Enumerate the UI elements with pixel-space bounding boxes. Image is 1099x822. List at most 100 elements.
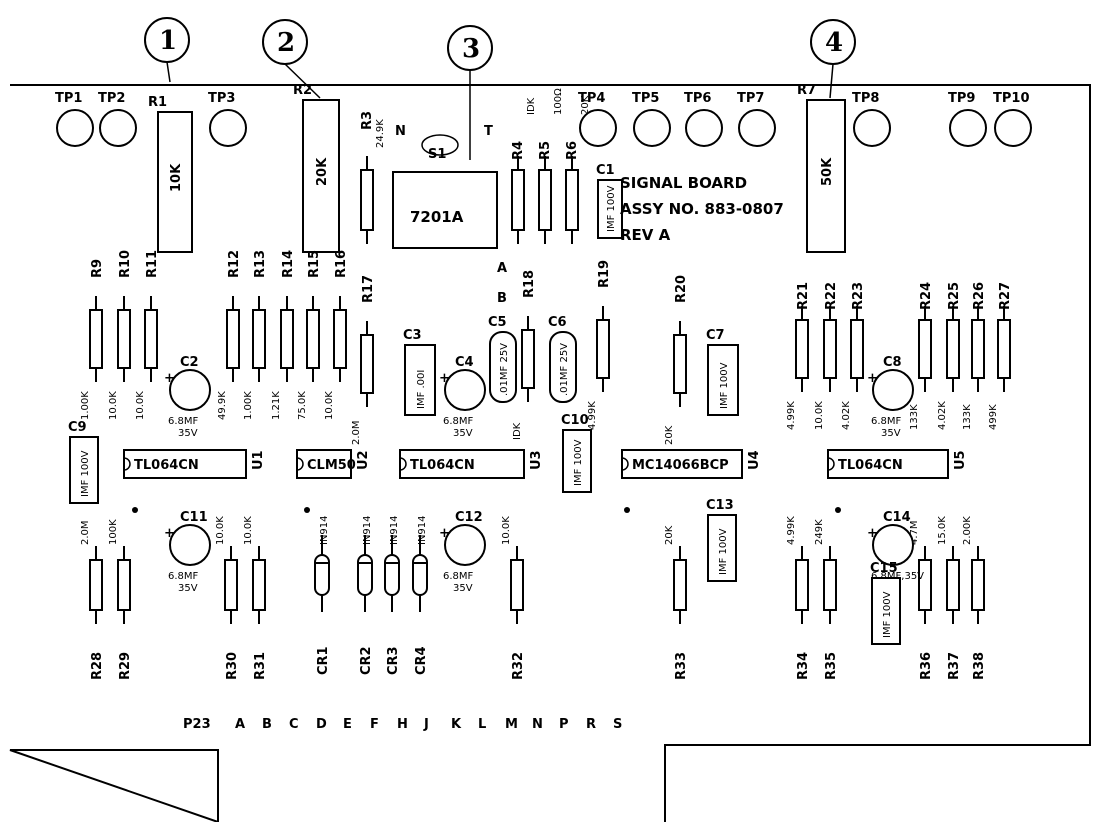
film-capacitor-value: IMF .00I: [416, 370, 427, 409]
resistor-body: [280, 309, 294, 369]
resistor-body: [226, 309, 240, 369]
left-resistor-value: 10.0K: [108, 391, 119, 420]
callout-number: 4: [825, 28, 843, 58]
resistor-body: [918, 559, 932, 611]
electrolytic-plus: +: [164, 371, 175, 386]
resistor-body: [823, 559, 837, 611]
resistor-body: [117, 309, 131, 369]
left-resistor-ref: R11: [145, 250, 160, 278]
test-point-pad: [738, 109, 776, 147]
bottom-resistor-value: 100K: [108, 519, 119, 545]
right-resistor-value: 133K: [909, 404, 920, 430]
film-capacitor: [489, 331, 517, 403]
resistor-body: [673, 559, 687, 611]
electrolytic-plus: +: [439, 526, 450, 541]
ic-notch: [399, 457, 407, 471]
ic-notch: [621, 457, 629, 471]
resistor-body: [252, 309, 266, 369]
switch-handle: [421, 134, 459, 156]
resistor-body: [306, 309, 320, 369]
left-resistor-ref: R10: [118, 250, 133, 278]
film-capacitor-ref: C5: [488, 315, 507, 330]
potentiometer-value: 50K: [820, 157, 835, 186]
bottom-resistor-value: 10.0K: [215, 516, 226, 545]
connector-pin-label: J: [423, 717, 429, 732]
left-resistor-ref: R13: [253, 250, 268, 278]
diode-body: [357, 554, 373, 596]
right-resistor-value: 4.99K: [786, 401, 797, 430]
film-capacitor-value: IMF 100V: [573, 439, 584, 486]
bottom-resistor-ref: R30: [225, 652, 240, 680]
test-point-label: TP3: [208, 91, 235, 106]
pin1-dot: [132, 507, 138, 513]
diode-ref: CR1: [316, 646, 331, 675]
top-resistor-value: 24.9K: [375, 119, 386, 148]
connector-pin-label: H: [397, 717, 408, 732]
resistor-body: [510, 559, 524, 611]
diode-body: [412, 554, 428, 596]
diode-part: IN914: [319, 515, 330, 545]
film-capacitor-ref: C7: [706, 328, 725, 343]
resistor-body: [795, 319, 809, 379]
ic-part: TL064CN: [134, 458, 199, 473]
top-resistor-ref: R4: [511, 141, 526, 160]
test-point-pad: [853, 109, 891, 147]
test-point-pad: [949, 109, 987, 147]
bottom-resistor-ref: R34: [796, 652, 811, 680]
potentiometer-body: [806, 99, 846, 253]
electrolytic-plus: +: [164, 526, 175, 541]
ic-notch: [123, 457, 131, 471]
test-point-label: TP6: [684, 91, 711, 106]
film-capacitor-value: IMF 100V: [80, 450, 91, 497]
pin1-dot: [835, 507, 841, 513]
connector-pin-label: F: [370, 717, 379, 732]
electrolytic-ref: C2: [180, 355, 199, 370]
film-capacitor: [404, 344, 436, 416]
ic-part: TL064CN: [838, 458, 903, 473]
right-resistor-ref: R26: [972, 282, 987, 310]
resistor-body: [333, 309, 347, 369]
resistor-body: [918, 319, 932, 379]
ic-body: [827, 449, 949, 479]
diode-part: IN914: [417, 515, 428, 545]
film-capacitor: [562, 429, 592, 493]
left-resistor-ref: R14: [281, 250, 296, 278]
bottom-resistor-ref: R37: [947, 652, 962, 680]
potentiometer-ref: R7: [797, 83, 816, 98]
test-point-label: TP4: [578, 91, 605, 106]
left-resistor-ref: R9: [90, 259, 105, 278]
test-point-label: TP10: [993, 91, 1030, 106]
resistor-body: [673, 334, 687, 394]
right-resistor-ref: R23: [851, 282, 866, 310]
electrolytic-voltage: 35V: [178, 428, 198, 439]
resistor-body: [823, 319, 837, 379]
resistor-body: [997, 319, 1011, 379]
potentiometer-ref: R2: [293, 83, 312, 98]
film-capacitor: [597, 179, 623, 239]
left-resistor-value: 10.0K: [135, 391, 146, 420]
electrolytic-value: 6.8MF,35V: [871, 571, 924, 582]
diode-body: [384, 554, 400, 596]
film-capacitor-value: .01MF 25V: [499, 343, 510, 396]
test-point-label: TP2: [98, 91, 125, 106]
ic-ref: U1: [251, 450, 266, 470]
film-capacitor-ref: C1: [596, 163, 615, 178]
potentiometer-body: [302, 99, 340, 253]
left-resistor-value: 2.0M: [351, 420, 362, 445]
electrolytic-value: 6.8MF: [443, 416, 474, 427]
film-capacitor-ref: C6: [548, 315, 567, 330]
test-point-pad: [579, 109, 617, 147]
right-resistor-value: 133K: [962, 404, 973, 430]
test-point-label: TP9: [948, 91, 975, 106]
bottom-resistor-value: 2.0M: [80, 520, 91, 545]
test-point-pad: [209, 109, 247, 147]
resistor-body: [971, 319, 985, 379]
left-resistor-ref: R16: [334, 250, 349, 278]
connector-pin-label: A: [235, 717, 245, 732]
bottom-resistor-ref: R29: [118, 652, 133, 680]
right-resistor-ref: R25: [947, 282, 962, 310]
film-capacitor-value: IMF 100V: [606, 185, 617, 232]
